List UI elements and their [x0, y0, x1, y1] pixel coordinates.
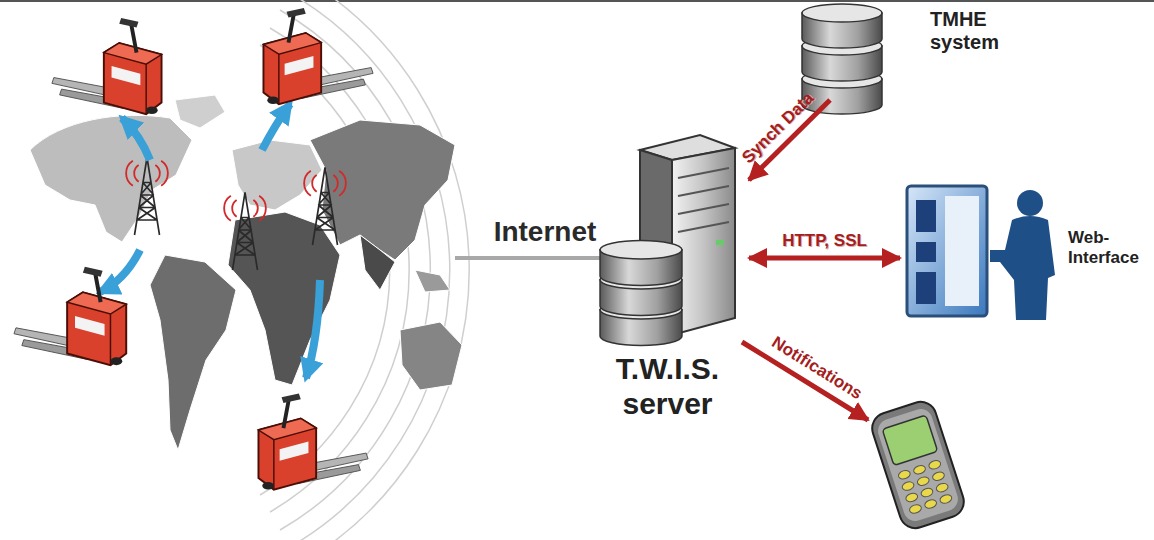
- world-map: [30, 115, 192, 242]
- database-icon: [802, 4, 882, 114]
- phone-key: [928, 459, 942, 470]
- web-interface-icon: [907, 186, 987, 316]
- world-map: [310, 120, 455, 260]
- signal-arrows: [122, 118, 150, 160]
- radio-towers: [126, 158, 346, 271]
- node-label: TMHE system: [930, 8, 1022, 54]
- pallet-trucks: [52, 18, 162, 114]
- phone-key: [939, 493, 953, 504]
- web-interface-icon: [916, 200, 936, 232]
- world-map: [415, 270, 450, 292]
- web-interface-icon: [916, 242, 936, 262]
- phone-key: [935, 482, 949, 493]
- server-node: T.W.I.S. server: [590, 130, 749, 435]
- server-icon: [716, 240, 724, 245]
- phone-key: [913, 464, 927, 475]
- signal-arrows: [100, 104, 320, 378]
- phone-keys: [897, 459, 952, 514]
- edge-label-slot: Synch Data: [738, 88, 818, 167]
- signal-arrows: [306, 280, 320, 378]
- mobile-phone: [868, 398, 968, 533]
- radio-towers: [304, 168, 346, 246]
- web-interface-icon: [907, 186, 1055, 320]
- web-interface-icon: [1017, 190, 1043, 216]
- text-slot: TMHE system: [930, 8, 1022, 54]
- pallet-trucks: [52, 18, 162, 114]
- pallet-trucks: [14, 267, 126, 365]
- http-arrow: [749, 256, 900, 261]
- web-interface-node: Web- Interface: [900, 178, 1152, 324]
- text-slot: Web- Interface: [1068, 228, 1148, 267]
- edge-label: HTTP, SSL: [782, 231, 867, 251]
- pallet-trucks: [258, 393, 368, 489]
- signal-arrows: [100, 250, 140, 292]
- radio-towers: [224, 193, 266, 271]
- world-map: [228, 212, 340, 385]
- mobile-phone: [875, 406, 961, 524]
- node-label: T.W.I.S. server: [590, 352, 745, 421]
- pallet-trucks: [263, 8, 373, 104]
- node-label: Web- Interface: [1068, 228, 1148, 267]
- internet-label: Internet: [494, 216, 597, 248]
- edge-label-slot: HTTP, SSL: [782, 231, 867, 251]
- phone-key: [909, 503, 923, 514]
- world-map: [175, 95, 225, 128]
- phone-key: [916, 476, 930, 487]
- world-map: [400, 322, 462, 390]
- web-interface-icon: [916, 272, 936, 304]
- edge-label: Synch Data: [738, 88, 818, 167]
- database-icon: [802, 4, 882, 48]
- radio-towers: [126, 158, 168, 236]
- pallet-trucks: [14, 267, 126, 365]
- mobile-phone: [882, 415, 937, 465]
- signal-arrows: [262, 104, 290, 150]
- phone-key: [920, 487, 934, 498]
- phone-key: [905, 492, 919, 503]
- text-slot: T.W.I.S. server: [590, 352, 745, 421]
- world-map: [360, 235, 395, 290]
- phone-key: [932, 471, 946, 482]
- phone-key: [901, 480, 915, 491]
- server-icon: [678, 168, 729, 232]
- notifications-label: Notifications: [768, 332, 866, 403]
- web-interface-icon: [945, 196, 979, 306]
- web-interface-icon: [990, 216, 1055, 320]
- mobile-phone: [868, 398, 968, 533]
- server-icon: [600, 240, 682, 285]
- internet-label-slot: Internet: [494, 216, 597, 248]
- server-icon: [600, 135, 735, 346]
- world-map: [150, 255, 236, 450]
- phone-key: [897, 469, 911, 480]
- phone-key: [924, 498, 938, 509]
- database-node: TMHE system: [790, 2, 1026, 100]
- notifications-label-slot: Notifications: [768, 332, 866, 403]
- pallet-trucks: [14, 8, 373, 490]
- top-rule: [0, 0, 1154, 2]
